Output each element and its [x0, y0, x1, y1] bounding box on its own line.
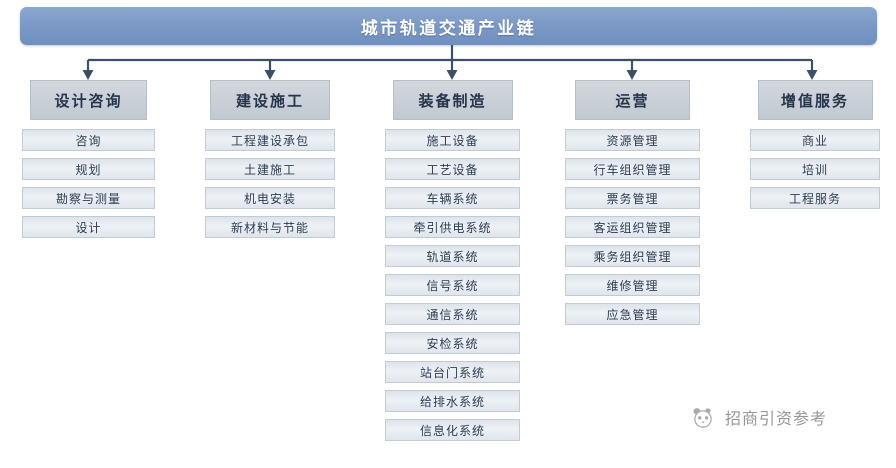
list-item[interactable]: 站台门系统 [385, 361, 520, 383]
list-item-label: 行车组织管理 [593, 162, 672, 177]
column-design-consulting: 设计咨询 咨询 规划 勘察与测量 设计 [22, 80, 155, 245]
list-item[interactable]: 应急管理 [565, 303, 700, 325]
list-item[interactable]: 资源管理 [565, 129, 700, 151]
list-item-label: 轨道系统 [426, 249, 479, 264]
category-header-label: 设计咨询 [54, 91, 123, 110]
list-item[interactable]: 施工设备 [385, 129, 520, 151]
list-item-label: 新材料与节能 [230, 220, 309, 235]
list-item-label: 土建施工 [243, 162, 296, 177]
list-item[interactable]: 设计 [22, 216, 155, 238]
list-item-label: 工艺设备 [426, 162, 479, 177]
category-header-operations[interactable]: 运营 [575, 80, 690, 120]
list-item-label: 信息化系统 [419, 423, 485, 438]
sub-item-list-value-added-services: 商业 培训 工程服务 [750, 129, 880, 209]
list-item[interactable]: 安检系统 [385, 332, 520, 354]
category-header-label: 建设施工 [235, 91, 304, 110]
list-item-label: 规划 [75, 162, 102, 177]
list-item[interactable]: 咨询 [22, 129, 155, 151]
category-header-value-added-services[interactable]: 增值服务 [757, 80, 873, 120]
column-operations: 运营 资源管理 行车组织管理 票务管理 客运组织管理 乘务组织管理 维修管理 应… [565, 80, 700, 332]
list-item[interactable]: 商业 [750, 129, 880, 151]
list-item[interactable]: 勘察与测量 [22, 187, 155, 209]
category-header-label: 运营 [615, 91, 650, 110]
list-item[interactable]: 工程服务 [750, 187, 880, 209]
list-item[interactable]: 乘务组织管理 [565, 245, 700, 267]
list-item[interactable]: 信号系统 [385, 274, 520, 296]
watermark: 招商引资参考 [690, 404, 827, 430]
category-header-label: 增值服务 [780, 91, 849, 110]
category-header-equipment-manufacturing[interactable]: 装备制造 [392, 80, 513, 120]
list-item-label: 通信系统 [426, 307, 479, 322]
sub-item-list-design-consulting: 咨询 规划 勘察与测量 设计 [22, 129, 155, 238]
list-item[interactable]: 信息化系统 [385, 419, 520, 441]
list-item[interactable]: 工艺设备 [385, 158, 520, 180]
list-item-label: 咨询 [75, 133, 102, 148]
column-equipment-manufacturing: 装备制造 施工设备 工艺设备 车辆系统 牵引供电系统 轨道系统 信号系统 通信系… [385, 80, 520, 448]
list-item[interactable]: 工程建设承包 [205, 129, 335, 151]
category-header-design-consulting[interactable]: 设计咨询 [30, 80, 147, 120]
list-item[interactable]: 客运组织管理 [565, 216, 700, 238]
list-item-label: 工程服务 [788, 191, 841, 206]
list-item-label: 培训 [801, 162, 828, 177]
page-title: 城市轨道交通产业链 [360, 18, 537, 39]
list-item-label: 施工设备 [426, 133, 479, 148]
list-item-label: 客运组织管理 [593, 220, 672, 235]
list-item[interactable]: 规划 [22, 158, 155, 180]
list-item[interactable]: 机电安装 [205, 187, 335, 209]
list-item[interactable]: 行车组织管理 [565, 158, 700, 180]
list-item[interactable]: 培训 [750, 158, 880, 180]
diagram-title-bar: 城市轨道交通产业链 [20, 7, 877, 45]
list-item[interactable]: 牵引供电系统 [385, 216, 520, 238]
list-item[interactable]: 维修管理 [565, 274, 700, 296]
list-item-label: 给排水系统 [419, 394, 485, 409]
list-item-label: 设计 [75, 220, 102, 235]
category-header-construction[interactable]: 建设施工 [210, 80, 330, 120]
list-item-label: 车辆系统 [426, 191, 479, 206]
list-item-label: 站台门系统 [419, 365, 485, 380]
column-value-added-services: 增值服务 商业 培训 工程服务 [750, 80, 880, 216]
list-item-label: 勘察与测量 [55, 191, 121, 206]
list-item[interactable]: 车辆系统 [385, 187, 520, 209]
list-item-label: 资源管理 [606, 133, 659, 148]
sub-item-list-operations: 资源管理 行车组织管理 票务管理 客运组织管理 乘务组织管理 维修管理 应急管理 [565, 129, 700, 325]
sub-item-list-equipment-manufacturing: 施工设备 工艺设备 车辆系统 牵引供电系统 轨道系统 信号系统 通信系统 安检系… [385, 129, 520, 441]
list-item[interactable]: 土建施工 [205, 158, 335, 180]
list-item-label: 乘务组织管理 [593, 249, 672, 264]
list-item-label: 牵引供电系统 [413, 220, 492, 235]
list-item-label: 维修管理 [606, 278, 659, 293]
panda-logo-icon [693, 408, 712, 428]
list-item[interactable]: 通信系统 [385, 303, 520, 325]
list-item-label: 安检系统 [426, 336, 479, 351]
list-item[interactable]: 给排水系统 [385, 390, 520, 412]
list-item-label: 商业 [801, 133, 828, 148]
list-item[interactable]: 票务管理 [565, 187, 700, 209]
list-item-label: 信号系统 [426, 278, 479, 293]
list-item[interactable]: 新材料与节能 [205, 216, 335, 238]
sub-item-list-construction: 工程建设承包 土建施工 机电安装 新材料与节能 [205, 129, 335, 238]
watermark-label: 招商引资参考 [725, 409, 828, 428]
category-header-label: 装备制造 [418, 91, 487, 110]
column-construction: 建设施工 工程建设承包 土建施工 机电安装 新材料与节能 [205, 80, 335, 245]
list-item-label: 应急管理 [606, 307, 659, 322]
list-item[interactable]: 轨道系统 [385, 245, 520, 267]
list-item-label: 工程建设承包 [230, 133, 309, 148]
list-item-label: 机电安装 [243, 191, 296, 206]
list-item-label: 票务管理 [606, 191, 659, 206]
